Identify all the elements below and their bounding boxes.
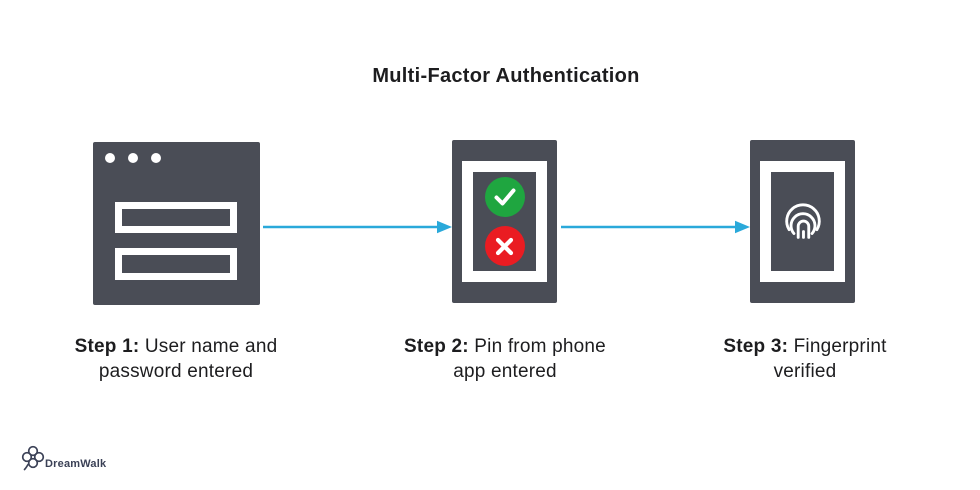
diagram-title: Multi-Factor Authentication [372, 65, 640, 87]
cross-icon [495, 237, 514, 255]
step-3-label-line2: verified [773, 361, 837, 382]
step-3-label-text: Fingerprint [788, 336, 887, 357]
window-dot [151, 153, 161, 163]
step-3-label-bold: Step 3: [723, 336, 789, 357]
step-3-caption: Step 3: Fingerprint verified [655, 334, 955, 384]
username-field-graphic [115, 202, 237, 233]
step-2-label-line2: app entered [453, 361, 557, 382]
window-dot [128, 153, 138, 163]
step-1-caption: Step 1: User name and password entered [26, 334, 326, 384]
logo-text: DreamWalk [45, 458, 107, 470]
window-dots-icon [105, 153, 161, 163]
step-2-label-text: Pin from phone [468, 336, 606, 357]
step-1-label-line2: password entered [98, 361, 254, 382]
password-field-graphic [115, 248, 237, 280]
arrow-right-icon [263, 220, 452, 234]
phone-screen [771, 172, 834, 271]
phone-fingerprint-icon [750, 140, 855, 303]
check-icon [494, 188, 515, 206]
arrow-right-icon [561, 220, 750, 234]
phone-screen-bezel [760, 161, 845, 282]
fingerprint-icon [784, 203, 821, 239]
phone-screen-bezel [462, 161, 547, 282]
step-1-label-bold: Step 1: [74, 336, 140, 357]
dreamwalk-logo: DreamWalk [20, 443, 106, 473]
step-2-caption: Step 2: Pin from phone app entered [355, 334, 655, 384]
check-circle-icon [484, 177, 525, 217]
phone-screen [473, 172, 536, 271]
clover-icon [21, 445, 45, 471]
step-2-label-bold: Step 2: [404, 336, 469, 357]
step-1-label-text: User name and [139, 336, 278, 357]
browser-login-icon [93, 142, 260, 305]
cross-circle-icon [484, 226, 525, 266]
phone-pin-check-icon [452, 140, 557, 303]
window-dot [105, 153, 115, 163]
